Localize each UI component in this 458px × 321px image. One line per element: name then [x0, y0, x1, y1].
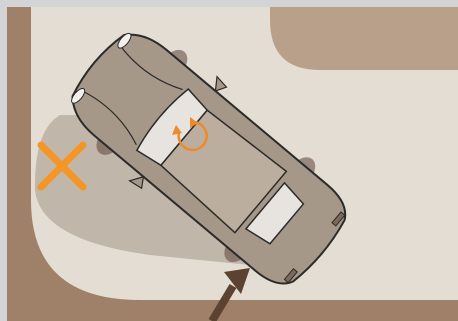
corner-block — [270, 7, 458, 70]
